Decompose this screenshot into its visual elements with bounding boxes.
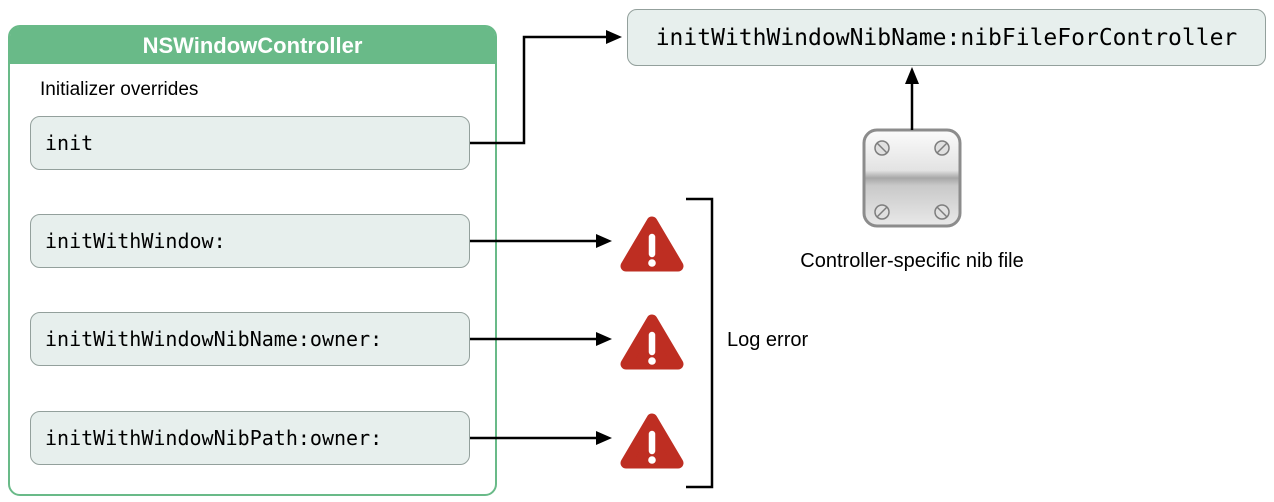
warning-triangle-icon: [620, 413, 684, 469]
nib-file-icon: [862, 128, 962, 228]
method-box-init: init: [30, 116, 470, 170]
log-error-label: Log error: [727, 329, 809, 351]
warning-triangle-icon: [620, 314, 684, 370]
method-box-initwithwindownibname-owner: initWithWindowNibName:owner:: [30, 312, 470, 366]
panel-title: NSWindowController: [10, 27, 495, 64]
warning-triangle-icon: [620, 216, 684, 272]
initializer-overrides-label: Initializer overrides: [40, 79, 199, 100]
designated-initializer-box: initWithWindowNibName:nibFileForControll…: [627, 9, 1266, 66]
log-error-bracket: [686, 197, 714, 489]
arrow-nib-to-designated: [905, 67, 919, 130]
method-box-initwithwindow: initWithWindow:: [30, 214, 470, 268]
nib-file-caption: Controller-specific nib file: [800, 250, 1024, 272]
method-box-initwithwindownibpath-owner: initWithWindowNibPath:owner:: [30, 411, 470, 465]
